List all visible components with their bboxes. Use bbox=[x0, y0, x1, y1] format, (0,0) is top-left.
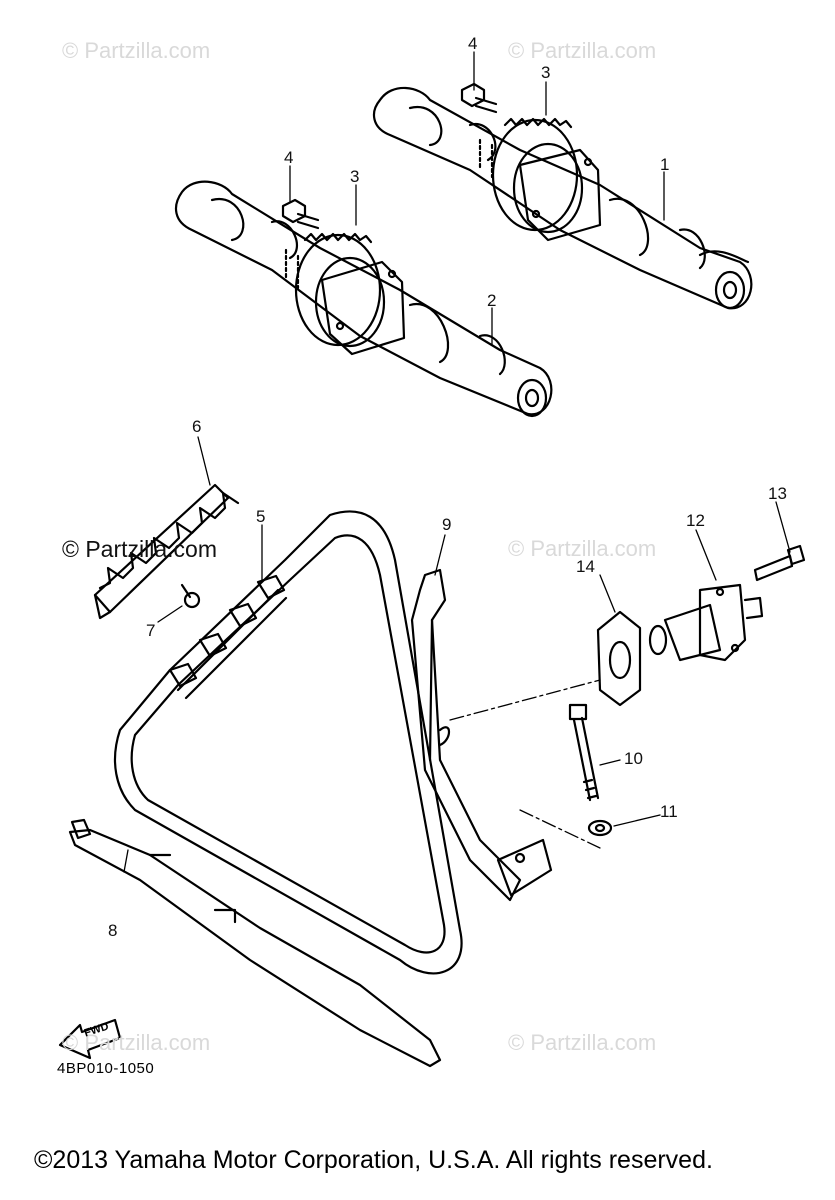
timing-chain-5 bbox=[113, 510, 463, 975]
chain-guide-8 bbox=[68, 818, 442, 1068]
callout-10: 10 bbox=[624, 749, 643, 768]
bolt-4-upper bbox=[460, 82, 498, 114]
callout-1: 1 bbox=[660, 155, 670, 174]
bolt-4-lower bbox=[281, 198, 320, 230]
leader-lines bbox=[123, 51, 791, 873]
callout-11: 11 bbox=[660, 802, 678, 821]
callout-6: 6 bbox=[192, 417, 202, 436]
callout-3: 3 bbox=[350, 167, 360, 186]
dash-lines bbox=[449, 679, 601, 849]
washer-11 bbox=[587, 819, 613, 837]
camshaft-intake bbox=[174, 180, 553, 418]
watermark: © Partzilla.com bbox=[508, 1030, 657, 1055]
callout-3: 3 bbox=[541, 63, 551, 82]
bolt-7 bbox=[180, 583, 201, 609]
watermark: © Partzilla.com bbox=[508, 536, 657, 561]
watermark: © Partzilla.com bbox=[62, 536, 217, 562]
chain-guide-6 bbox=[93, 483, 240, 620]
callout-4: 4 bbox=[284, 148, 294, 167]
tensioner-12 bbox=[648, 583, 764, 662]
fwd-arrow bbox=[58, 1018, 122, 1060]
diagram-code: 4BP010-1050 bbox=[57, 1060, 155, 1077]
bolt-13 bbox=[753, 544, 806, 582]
callout-7: 7 bbox=[146, 621, 156, 640]
callout-12: 12 bbox=[686, 511, 705, 530]
copyright-notice: ©2013 Yamaha Motor Corporation, U.S.A. A… bbox=[34, 1146, 713, 1174]
chain-guide-9 bbox=[410, 568, 553, 902]
callout-8: 8 bbox=[108, 921, 118, 940]
callout-5: 5 bbox=[256, 507, 266, 526]
bolt-10 bbox=[568, 703, 600, 802]
camshaft-exhaust bbox=[372, 86, 753, 310]
gasket-14 bbox=[596, 610, 642, 707]
callout-14: 14 bbox=[576, 557, 595, 576]
callout-9: 9 bbox=[442, 515, 452, 534]
watermark: © Partzilla.com bbox=[62, 38, 211, 63]
callout-2: 2 bbox=[487, 291, 497, 310]
callout-4: 4 bbox=[468, 34, 478, 53]
watermark: © Partzilla.com bbox=[62, 1030, 211, 1055]
watermark: © Partzilla.com bbox=[508, 38, 657, 63]
callout-13: 13 bbox=[768, 484, 787, 503]
